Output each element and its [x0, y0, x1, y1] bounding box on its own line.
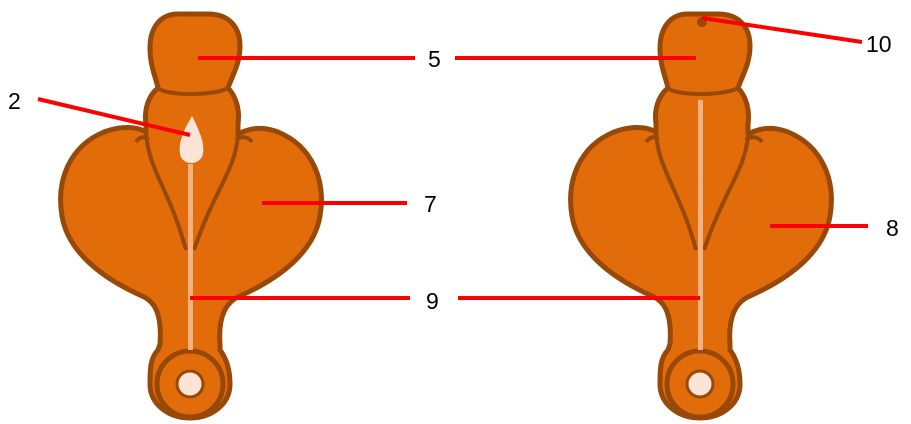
- right-organ: [571, 14, 832, 418]
- label-9: 9: [426, 288, 439, 314]
- label-2: 2: [8, 88, 21, 114]
- label-10: 10: [866, 31, 892, 57]
- left-organ: [61, 14, 322, 418]
- left-canal: [188, 164, 193, 350]
- label-8: 8: [886, 215, 899, 241]
- label-7: 7: [424, 191, 437, 217]
- label-5: 5: [428, 46, 441, 72]
- right-canal: [698, 100, 703, 350]
